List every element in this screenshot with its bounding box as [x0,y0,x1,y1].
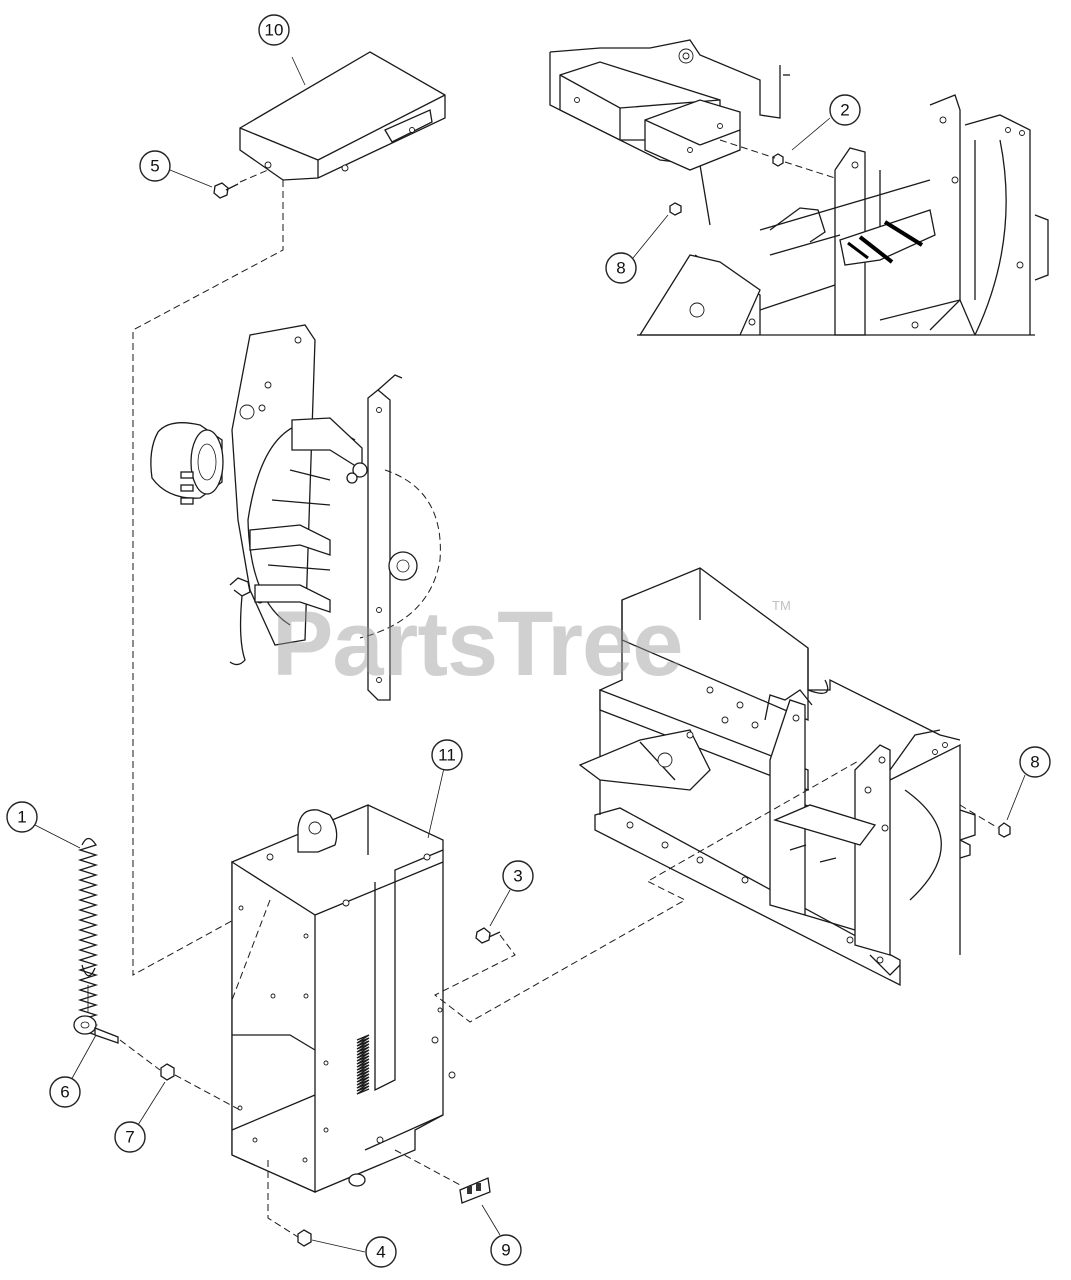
trademark-symbol: TM [772,598,791,613]
nut-part [772,153,784,167]
svg-text:11: 11 [438,746,456,765]
svg-text:10: 10 [265,21,284,40]
svg-text:8: 8 [1030,753,1039,772]
callout-5: 5 [139,150,171,182]
nut-part [998,822,1011,838]
callout-7: 7 [114,1121,146,1153]
callout-4: 4 [365,1236,397,1268]
callout-8: 8 [605,252,637,284]
nut-part [160,1063,175,1081]
svg-text:5: 5 [150,157,159,176]
callout-2: 2 [829,94,861,126]
callout-9: 9 [490,1234,522,1266]
eye-bolt-part [73,1015,119,1044]
svg-text:3: 3 [513,867,522,886]
inset-detail-assembly [549,39,1049,336]
housing-part [231,804,456,1194]
callout-1: 1 [6,801,38,833]
svg-text:8: 8 [616,259,625,278]
callout-11: 11 [431,739,463,771]
nut-part [297,1229,312,1247]
warning-label-part [459,1177,491,1204]
bolt-part [213,182,239,199]
nut-part [669,202,682,216]
spring-part [77,837,99,1036]
motor-drum-assembly [150,324,441,701]
cover-plate-part [239,51,446,181]
svg-text:6: 6 [60,1083,69,1102]
frame-assembly [578,567,976,987]
svg-text:7: 7 [125,1128,134,1147]
callout-3: 3 [502,860,534,892]
svg-text:4: 4 [376,1243,385,1262]
svg-text:2: 2 [840,101,849,120]
svg-text:1: 1 [17,808,26,827]
svg-text:9: 9 [501,1241,510,1260]
bolt-part [475,927,501,944]
callout-8: 8 [1019,746,1051,778]
callout-10: 10 [258,14,290,46]
callout-6: 6 [49,1076,81,1108]
